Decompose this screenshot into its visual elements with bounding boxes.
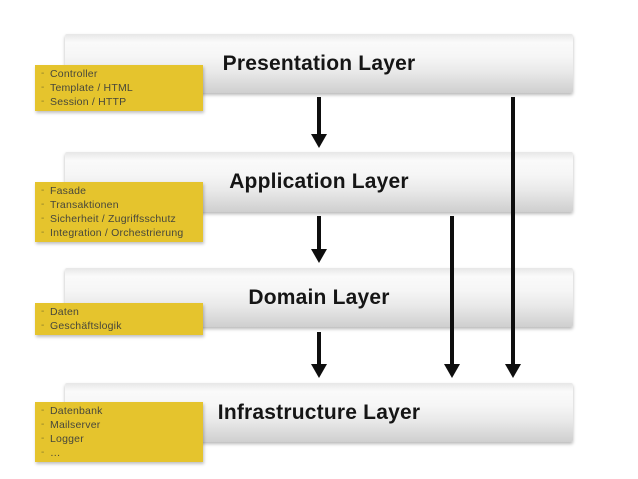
arrow-head-icon (311, 249, 327, 263)
note-box-infrastructure: - Datenbank - Mailserver - Logger - … (35, 402, 203, 462)
arrow-head-icon (505, 364, 521, 378)
bullet-dash-icon: - (41, 433, 45, 444)
arrow-head-icon (311, 134, 327, 148)
list-item: - Datenbank (35, 404, 203, 418)
list-item: - Fasade (35, 184, 203, 198)
note-text: Datenbank (50, 405, 103, 417)
bullet-dash-icon: - (41, 185, 45, 196)
note-text: Sicherheit / Zugriffsschutz (50, 213, 177, 225)
list-item: - Sicherheit / Zugriffsschutz (35, 212, 203, 226)
list-item: - Daten (35, 305, 203, 319)
arrow-stem (511, 97, 515, 364)
bullet-dash-icon: - (41, 419, 45, 430)
note-box-presentation: - Controller - Template / HTML - Session… (35, 65, 203, 111)
bullet-dash-icon: - (41, 213, 45, 224)
list-item: - Mailserver (35, 418, 203, 432)
bullet-dash-icon: - (41, 447, 45, 458)
layer-title-presentation: Presentation Layer (222, 51, 416, 75)
bullet-dash-icon: - (41, 68, 45, 79)
layer-title-infrastructure: Infrastructure Layer (217, 400, 421, 424)
list-item: - … (35, 446, 203, 460)
bullet-dash-icon: - (41, 96, 45, 107)
note-box-domain: - Daten - Geschäftslogik (35, 303, 203, 335)
list-item: - Controller (35, 67, 203, 81)
note-text: Controller (50, 68, 98, 80)
note-text: Logger (50, 433, 84, 445)
note-text: Fasade (50, 185, 87, 197)
bullet-dash-icon: - (41, 82, 45, 93)
bullet-dash-icon: - (41, 227, 45, 238)
arrow-head-icon (444, 364, 460, 378)
bullet-dash-icon: - (41, 199, 45, 210)
arrow-head-icon (311, 364, 327, 378)
list-item: - Integration / Orchestrierung (35, 226, 203, 240)
note-text: Geschäftslogik (50, 320, 122, 332)
arrow-stem (317, 97, 321, 134)
arrow-stem (317, 216, 321, 249)
list-item: - Template / HTML (35, 81, 203, 95)
list-item: - Transaktionen (35, 198, 203, 212)
note-text: Daten (50, 306, 80, 318)
note-text: Session / HTTP (50, 96, 127, 108)
layer-title-domain: Domain Layer (248, 285, 390, 309)
note-text: Transaktionen (50, 199, 119, 211)
arrow-stem (450, 216, 454, 364)
note-text: Mailserver (50, 419, 101, 431)
note-text: Template / HTML (50, 82, 133, 94)
arrow-stem (317, 332, 321, 364)
bullet-dash-icon: - (41, 320, 45, 331)
note-box-application: - Fasade - Transaktionen - Sicherheit / … (35, 182, 203, 242)
list-item: - Logger (35, 432, 203, 446)
bullet-dash-icon: - (41, 306, 45, 317)
bullet-dash-icon: - (41, 405, 45, 416)
layer-title-application: Application Layer (229, 170, 409, 193)
note-text: Integration / Orchestrierung (50, 227, 184, 239)
note-text: … (50, 447, 61, 459)
list-item: - Session / HTTP (35, 95, 203, 109)
list-item: - Geschäftslogik (35, 319, 203, 333)
